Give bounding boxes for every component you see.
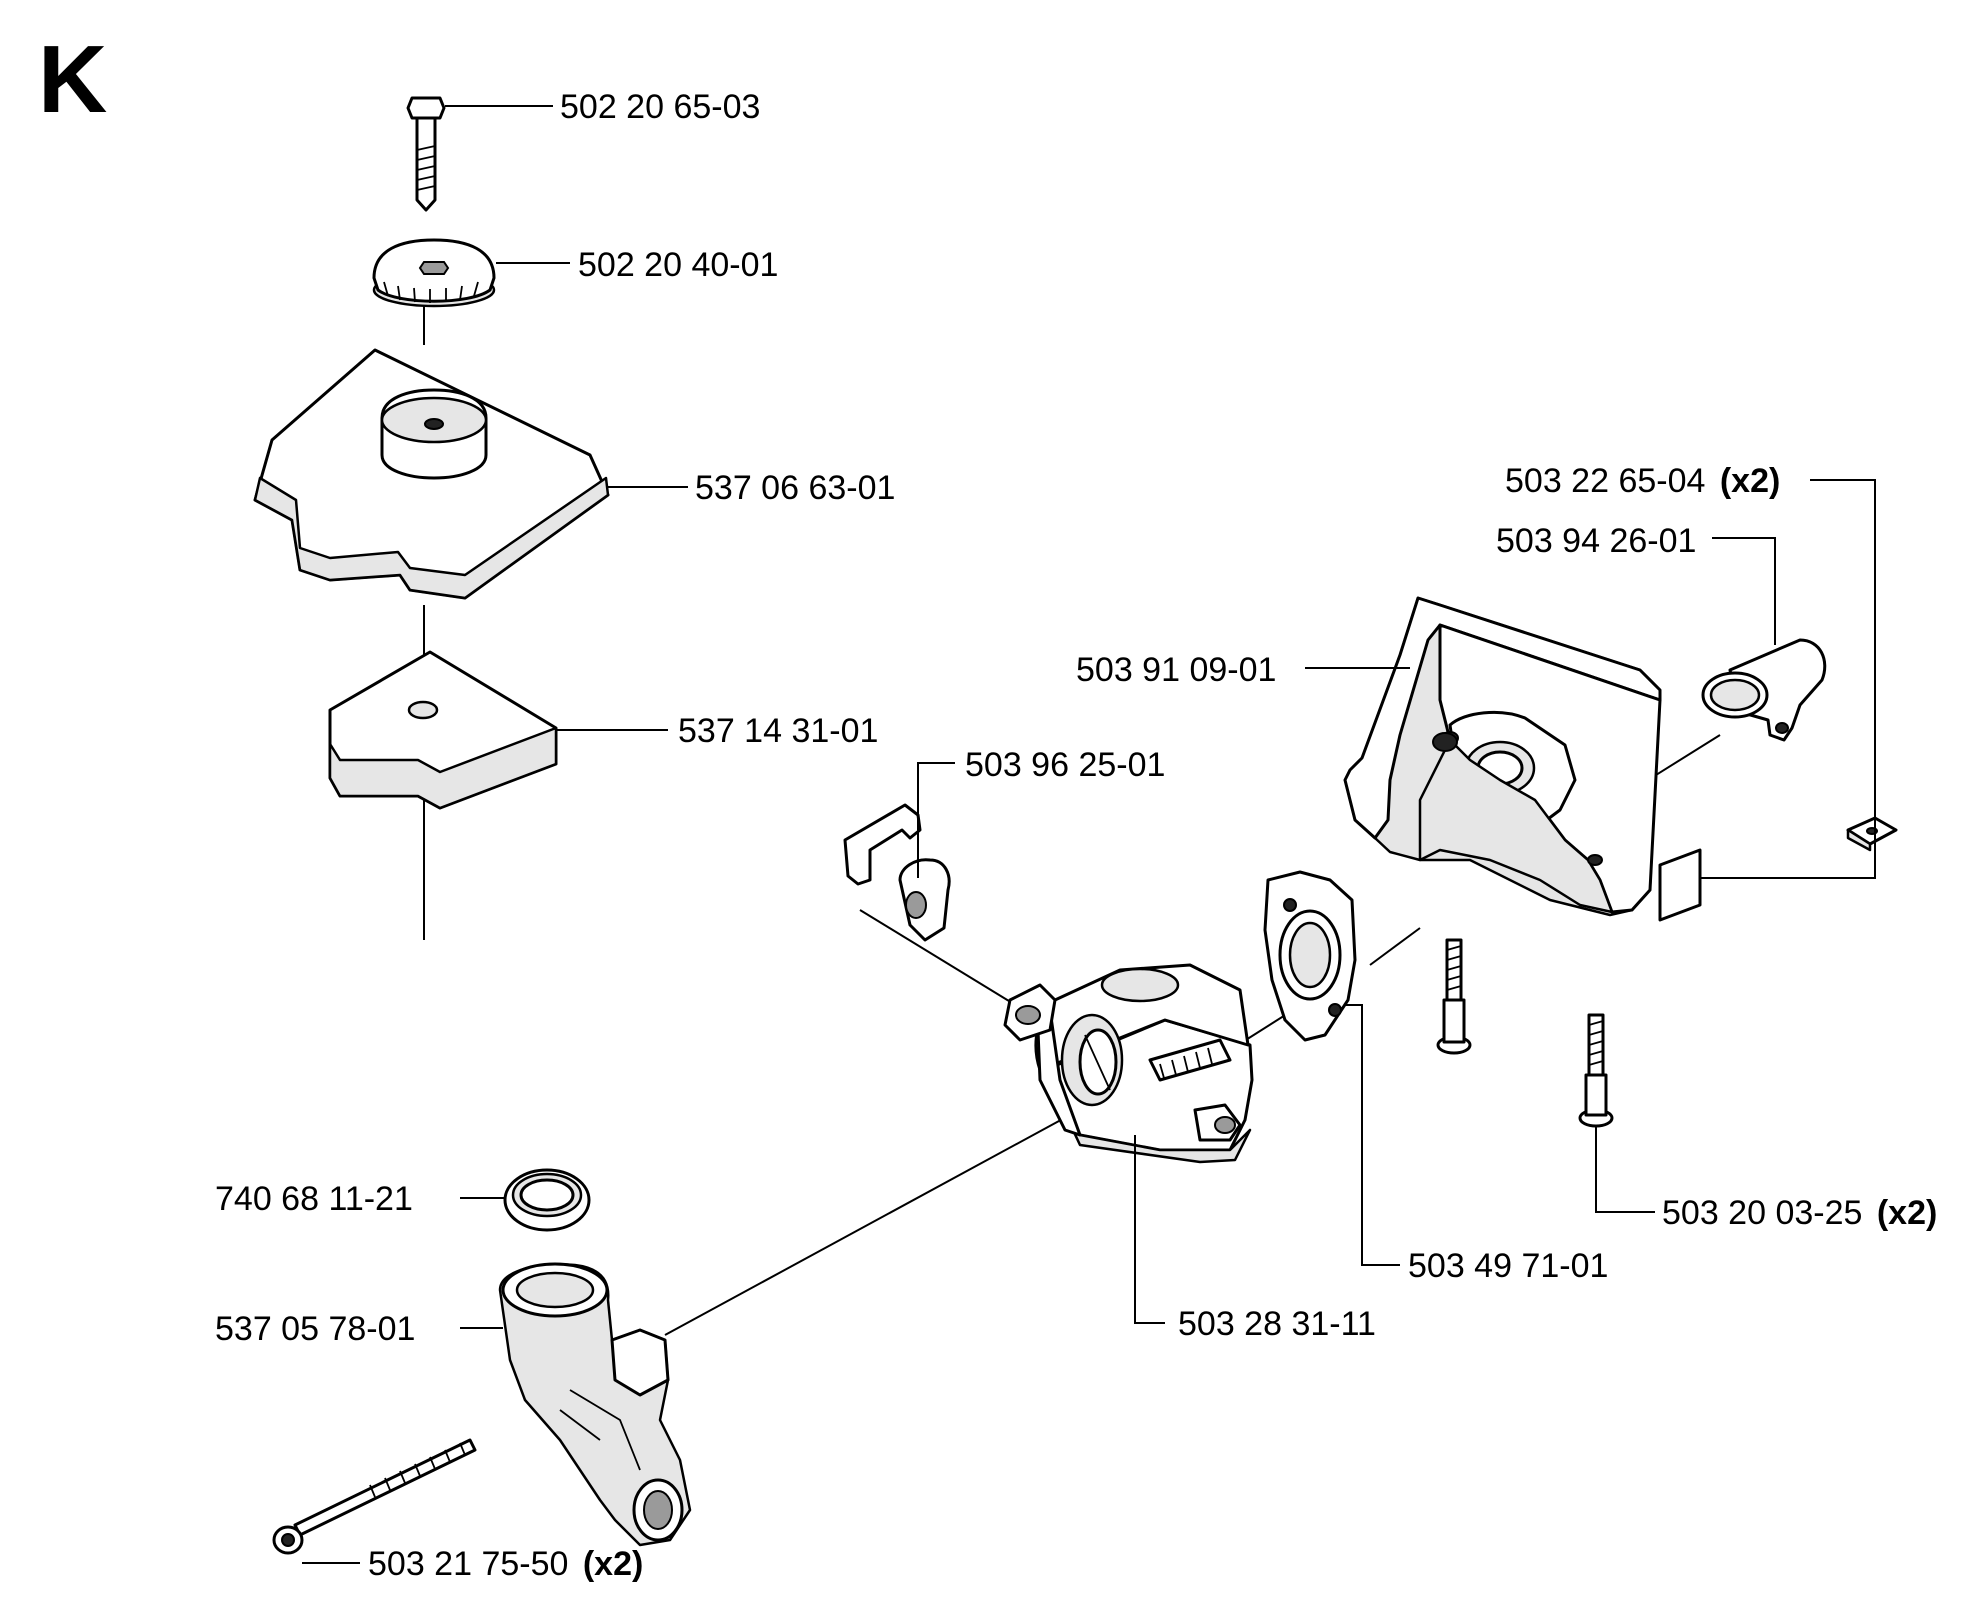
part-quantity: (x2): [1720, 462, 1780, 500]
part-label-537-06-63-01: 537 06 63-01: [695, 469, 895, 507]
bracket-screw-icon: [1436, 938, 1614, 1128]
square-nut-icon: [1846, 816, 1898, 852]
part-label-503-20-03-25: 503 20 03-25 (x2): [1662, 1194, 1937, 1232]
part-label-503-96-25-01: 503 96 25-01: [965, 746, 1165, 784]
part-label-502-20-65-03: 502 20 65-03: [560, 88, 760, 126]
knob-nut-icon: [372, 238, 496, 308]
part-number: 503 22 65-04: [1505, 462, 1705, 500]
seal-ring-icon: [503, 1168, 591, 1232]
part-label-503-22-65-04: 503 22 65-04 (x2): [1505, 462, 1780, 500]
carburetor-icon: [1003, 963, 1254, 1164]
part-label-503-49-71-01: 503 49 71-01: [1408, 1247, 1608, 1285]
section-letter: K: [38, 26, 107, 133]
part-label-502-20-40-01: 502 20 40-01: [578, 246, 778, 284]
part-label-503-91-09-01: 503 91 09-01: [1076, 651, 1276, 689]
part-label-537-05-78-01: 537 05 78-01: [215, 1310, 415, 1348]
intake-elbow-icon: [498, 1262, 692, 1547]
gasket-icon: [1263, 870, 1357, 1042]
intake-sleeve-icon: [1701, 638, 1827, 742]
choke-lever-icon: [843, 803, 951, 942]
part-label-537-14-31-01: 537 14 31-01: [678, 712, 878, 750]
part-label-503-28-31-11: 503 28 31-11: [1178, 1305, 1376, 1343]
part-label-503-94-26-01: 503 94 26-01: [1496, 522, 1696, 560]
carburetor-bracket-icon: [1343, 596, 1702, 922]
air-filter-element-icon: [328, 650, 558, 810]
part-quantity: (x2): [1877, 1194, 1937, 1232]
bolt-icon: [406, 96, 446, 212]
part-labels: 502 20 65-03 502 20 40-01 537 06 63-01 5…: [215, 88, 1937, 1583]
leader-lines: [302, 105, 1876, 1564]
air-filter-cover-icon: [253, 348, 610, 600]
long-bolt-icon: [272, 1438, 477, 1555]
part-label-740-68-11-21: 740 68 11-21: [215, 1180, 413, 1218]
part-label-503-21-75-50: 503 21 75-50 (x2): [368, 1545, 643, 1583]
part-quantity: (x2): [583, 1545, 643, 1583]
part-number: 503 21 75-50: [368, 1545, 568, 1583]
part-number: 503 20 03-25: [1662, 1194, 1862, 1232]
